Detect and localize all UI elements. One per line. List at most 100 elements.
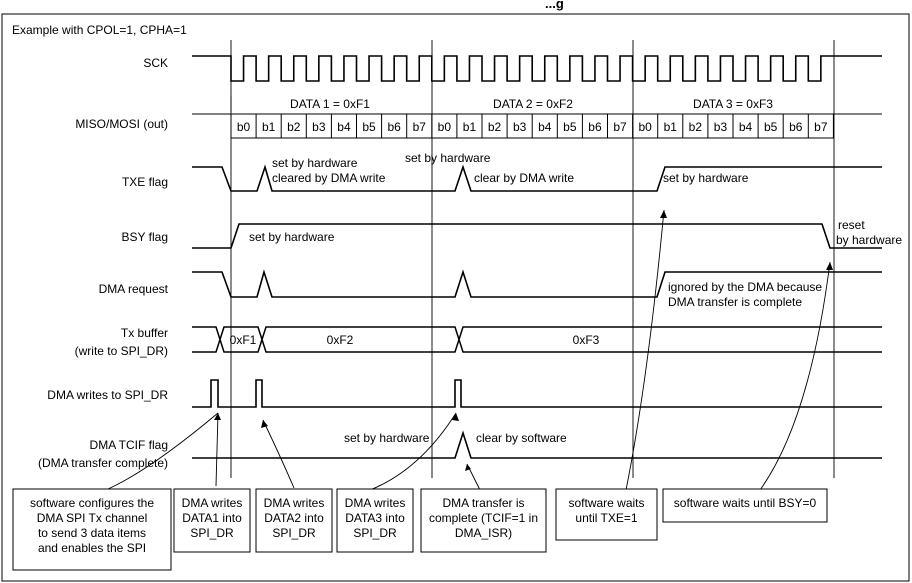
callout-box-frame — [255, 488, 333, 553]
txbuf-value-2: 0xF2 — [327, 333, 354, 347]
bit-label: b3 — [714, 120, 728, 134]
arrow-box3 — [262, 419, 295, 489]
ann-tcif-clear: clear by software — [476, 431, 567, 445]
label-txe: TXE flag — [122, 175, 168, 189]
dmawrites-waveform — [192, 379, 882, 408]
arrow-box1 — [107, 412, 219, 490]
callout-box-frame — [336, 488, 414, 553]
bit-label: b2 — [689, 120, 703, 134]
bit-label: b6 — [387, 120, 401, 134]
ann-txe-cleared1: cleared by DMA write — [272, 171, 386, 185]
arrowhead — [826, 262, 833, 270]
ann-bsy-reset-1: reset — [838, 218, 865, 232]
bit-label: b6 — [588, 120, 602, 134]
bit-label: b4 — [337, 120, 351, 134]
callout-box-line: SPI_DR — [353, 526, 397, 540]
callout-box-line: DMA writes — [182, 496, 243, 510]
txbuf-value-1: 0xF1 — [230, 333, 257, 347]
label-dmawrites: DMA writes to SPI_DR — [47, 388, 168, 402]
label-tcif-1: DMA TCIF flag — [90, 438, 168, 452]
ann-bsy-reset-2: by hardware — [836, 233, 902, 247]
callout-box-line: DATA3 into — [345, 511, 405, 525]
bit-label: b1 — [463, 120, 477, 134]
label-mosi: MISO/MOSI (out) — [75, 117, 168, 131]
ann-bsy-set: set by hardware — [249, 230, 335, 244]
ann-txe-clear2: clear by DMA write — [474, 171, 574, 185]
callout-box-line: until TXE=1 — [575, 511, 637, 525]
arrow-box7 — [759, 261, 831, 491]
callout-box-frame — [555, 488, 658, 541]
example-label: Example with CPOL=1, CPHA=1 — [12, 23, 187, 37]
bit-label: b7 — [413, 120, 427, 134]
label-bsy: BSY flag — [122, 230, 168, 244]
arrow-box2 — [215, 412, 219, 487]
tcif-waveform — [192, 430, 882, 459]
callout-box-frame — [420, 488, 547, 553]
callout-box-line: to send 3 data items — [38, 526, 146, 540]
label-sck: SCK — [143, 56, 168, 70]
sck-path — [192, 55, 882, 82]
bit-label: b6 — [789, 120, 803, 134]
bit-label: b0 — [237, 120, 251, 134]
label-tcif-2: (DMA transfer complete) — [38, 456, 168, 470]
ann-dma-ignored-2: DMA transfer is complete — [668, 295, 802, 309]
callout-box-line: and enables the SPI — [38, 541, 146, 555]
callout-box-line: software configures the — [30, 496, 154, 510]
bit-label: b2 — [488, 120, 502, 134]
arrow-box6 — [625, 209, 665, 491]
callout-box-line: DMA SPI Tx channel — [37, 511, 148, 525]
bit-label: b5 — [764, 120, 778, 134]
callout-box-line: DMA transfer is — [442, 496, 524, 510]
callout-box-line: SPI_DR — [190, 526, 234, 540]
callout-box-line: software waits until BSY=0 — [674, 496, 817, 510]
label-dmareq: DMA request — [99, 282, 169, 296]
callout-box-frame — [662, 488, 828, 523]
bit-label: b4 — [538, 120, 552, 134]
bit-label: b7 — [814, 120, 828, 134]
bit-label: b5 — [362, 120, 376, 134]
arrowhead — [214, 413, 221, 420]
ann-txe-set3: set by hardware — [663, 171, 749, 185]
arrowhead — [452, 413, 459, 421]
bit-label: b4 — [739, 120, 753, 134]
callout-box-frame — [173, 488, 251, 553]
txbuf-value-3: 0xF3 — [573, 333, 600, 347]
bit-label: b5 — [563, 120, 577, 134]
bit-label: b3 — [312, 120, 326, 134]
bit-label: b0 — [638, 120, 652, 134]
callout-box-line: DMA_ISR) — [455, 526, 512, 540]
label-txbuf-2: (write to SPI_DR) — [75, 344, 168, 358]
callout-box-line: DMA writes — [264, 496, 325, 510]
callout-box-line: DMA writes — [345, 496, 406, 510]
sck-waveform — [192, 55, 882, 82]
ann-txe-set1: set by hardware — [272, 156, 358, 170]
bit-label: b7 — [613, 120, 627, 134]
callout-box-frame — [12, 488, 172, 571]
bit-label: b1 — [664, 120, 678, 134]
ann-dma-ignored-1: ignored by the DMA because — [668, 280, 822, 294]
callout-box-line: complete (TCIF=1 in — [429, 511, 538, 525]
data2-label: DATA 2 = 0xF2 — [493, 97, 573, 111]
bsy-waveform — [192, 223, 882, 249]
callout-box-line: DATA1 into — [182, 511, 242, 525]
callout-arrows — [107, 209, 833, 491]
callout-box: software waits until BSY=0 — [662, 488, 828, 523]
callout-box-line: DATA2 into — [264, 511, 324, 525]
diagram-frame — [1, 13, 910, 582]
arrow-box4 — [369, 412, 457, 491]
ann-txe-set2: set by hardware — [405, 151, 491, 165]
ann-tcif-set: set by hardware — [344, 431, 430, 445]
bit-label: b2 — [287, 120, 301, 134]
arrowhead — [261, 420, 268, 428]
title-fragment: ...g — [545, 0, 564, 11]
